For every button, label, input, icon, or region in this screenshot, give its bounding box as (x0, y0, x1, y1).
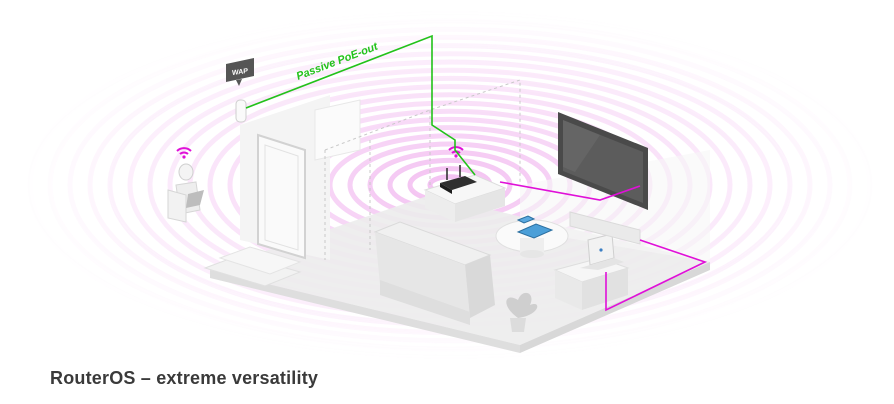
person-icon (167, 163, 204, 223)
wall-panel (314, 99, 361, 161)
access-point-icon (235, 99, 247, 123)
door-icon (257, 133, 306, 260)
caption: RouterOS – extreme versatility (50, 368, 319, 388)
tv-icon (558, 112, 648, 210)
wifi-ring (7, 2, 893, 360)
phone-icon (516, 215, 536, 224)
wifi-icon (176, 147, 192, 159)
network-diagram: WAP Passive PoE-out (7, 2, 893, 360)
laptop-icon (580, 233, 624, 270)
wap-label: WAP (232, 68, 248, 77)
router-cabinet (423, 174, 507, 222)
sofa-icon (373, 221, 495, 325)
tablet-icon (516, 223, 554, 239)
poe-cable (245, 34, 476, 176)
wap-tag: WAP (226, 58, 254, 86)
floor-edge (520, 262, 710, 353)
router-icon (440, 165, 477, 194)
plant-icon (506, 292, 538, 332)
wifi-ring (27, 10, 873, 360)
lan-cable-tv (499, 181, 641, 201)
tv-stand (569, 211, 641, 245)
wifi-ring (67, 26, 833, 344)
floor-edge-left (210, 270, 520, 353)
lan-cable-laptop (605, 239, 708, 312)
wall-outlines (324, 79, 521, 260)
wifi-ring (47, 18, 853, 352)
